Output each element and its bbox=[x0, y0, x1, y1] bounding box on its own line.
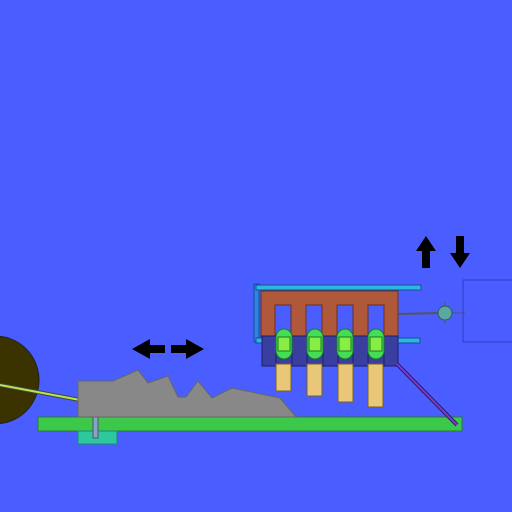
up-arrow-icon[interactable] bbox=[416, 236, 436, 268]
down-arrow-icon[interactable] bbox=[450, 236, 470, 268]
peg[interactable] bbox=[337, 363, 354, 403]
peg[interactable] bbox=[275, 363, 292, 392]
left-arrow-icon[interactable] bbox=[132, 339, 165, 359]
connecting-rod-highlight bbox=[0, 384, 81, 401]
knob[interactable] bbox=[437, 305, 453, 321]
frame-top-bar bbox=[255, 284, 422, 291]
window-outline bbox=[462, 279, 512, 343]
rock-slider[interactable] bbox=[77, 369, 298, 418]
wheel[interactable] bbox=[0, 335, 40, 425]
knob-connector bbox=[397, 312, 441, 315]
right-arrow-icon[interactable] bbox=[171, 339, 204, 359]
capsule[interactable] bbox=[336, 328, 354, 360]
peg[interactable] bbox=[306, 363, 323, 397]
lever-inner bbox=[396, 363, 458, 426]
capsule[interactable] bbox=[275, 328, 293, 360]
capsule[interactable] bbox=[367, 328, 385, 360]
rail bbox=[37, 416, 463, 432]
capsule[interactable] bbox=[306, 328, 324, 360]
frame-left-post bbox=[253, 283, 260, 343]
peg[interactable] bbox=[367, 363, 384, 408]
